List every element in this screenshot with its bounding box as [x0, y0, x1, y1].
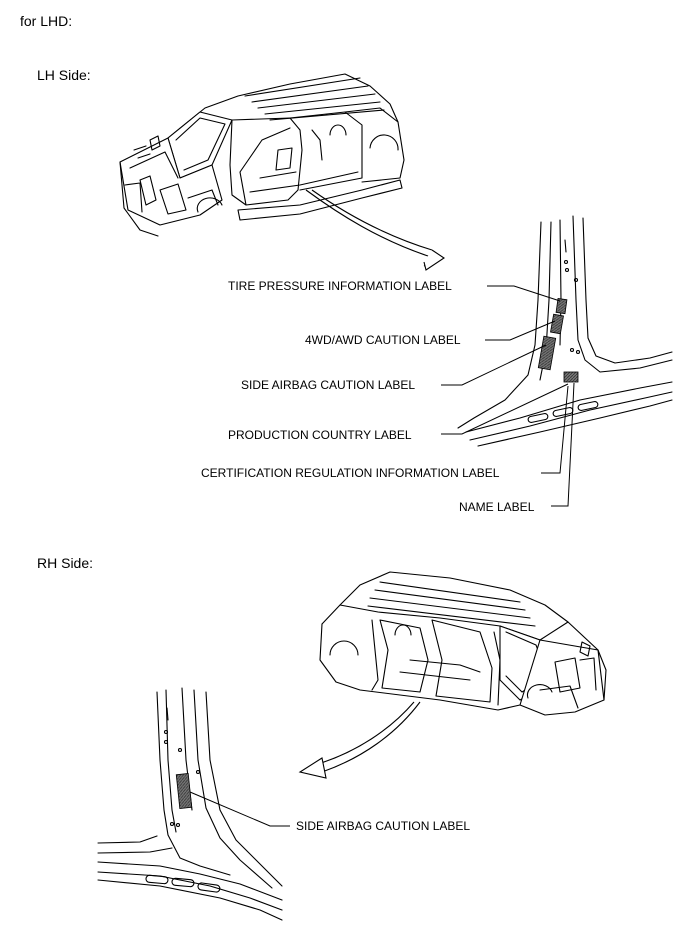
rh-detail-arrow	[298, 701, 421, 779]
rh-side-airbag-sticker	[175, 773, 193, 809]
lh-awd-caution-sticker	[550, 313, 564, 335]
lh-name-sticker	[563, 371, 579, 383]
awd-caution-label-text: 4WD/AWD CAUTION LABEL	[305, 333, 461, 347]
production-country-label-text: PRODUCTION COUNTRY LABEL	[228, 428, 412, 442]
lh-side-airbag-sticker	[537, 335, 557, 371]
lh-side-title: LH Side:	[37, 67, 91, 83]
rh-vehicle-body	[319, 571, 607, 716]
rh-side-airbag-label-text: SIDE AIRBAG CAUTION LABEL	[296, 819, 471, 833]
lh-pillar-detail	[457, 215, 673, 447]
lh-detail-arrow	[305, 189, 445, 271]
lh-leader-lines	[441, 285, 575, 507]
lh-tire-pressure-sticker	[555, 298, 568, 315]
lh-vehicle-body	[119, 73, 405, 237]
certification-label-text: CERTIFICATION REGULATION INFORMATION LAB…	[201, 466, 500, 480]
lh-side-airbag-label-text: SIDE AIRBAG CAUTION LABEL	[241, 378, 416, 392]
rh-side-title: RH Side:	[37, 555, 94, 571]
tire-pressure-label-text: TIRE PRESSURE INFORMATION LABEL	[228, 279, 452, 293]
rh-pillar-detail	[97, 687, 283, 921]
rh-leader-lines	[189, 791, 290, 827]
page-header: for LHD:	[20, 13, 73, 29]
name-label-text: NAME LABEL	[459, 500, 535, 514]
